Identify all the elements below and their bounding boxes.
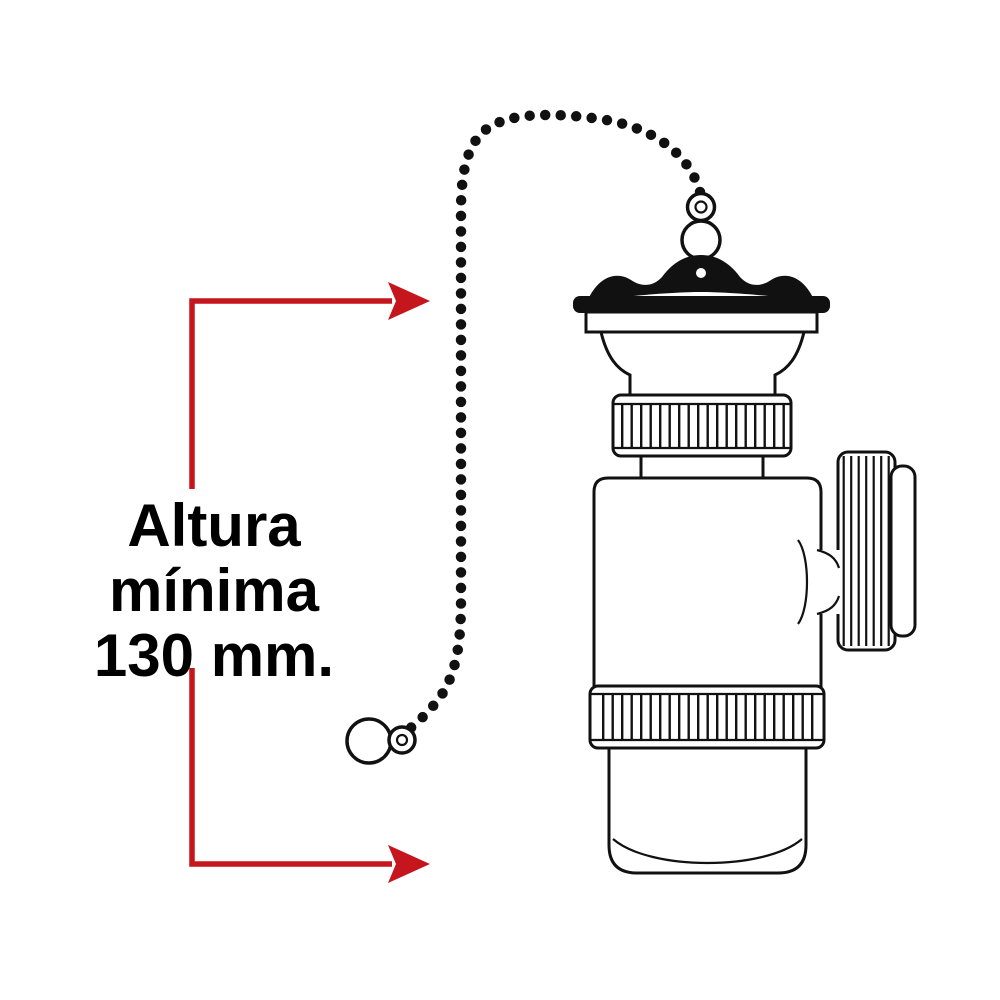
- label-line-1: Altura: [127, 492, 301, 559]
- dimension-label: Altura mínima 130 mm.: [94, 492, 334, 689]
- side-outlet-endcap: [889, 464, 917, 638]
- coupling-nut-lower-knurl: [595, 694, 819, 740]
- arrow-right-icon: [388, 282, 430, 320]
- side-outlet-knurl: [842, 456, 891, 646]
- outlet-shoulder-top: [816, 548, 841, 569]
- stopper-cap-hole: [696, 268, 706, 278]
- dimension-indicator: [189, 282, 430, 883]
- dimension-line-top: [189, 298, 392, 489]
- stopper-ring-hole: [694, 200, 708, 214]
- drain-flange: [573, 296, 830, 313]
- chain-end-ring: [387, 725, 417, 755]
- stopper-ball: [680, 219, 722, 261]
- drain-assembly: [345, 109, 917, 875]
- trap-neck: [639, 454, 765, 480]
- dimension-line-bottom: [189, 668, 392, 867]
- trap-body: [592, 476, 823, 689]
- outlet-pipe: [817, 550, 842, 614]
- trap-cup-bottom-curve: [612, 838, 803, 864]
- label-line-3: 130 mm.: [94, 622, 334, 689]
- label-line-2: mínima: [109, 557, 320, 624]
- chain-end-ball: [345, 717, 393, 765]
- outlet-socket-curve: [797, 539, 809, 625]
- outlet-shoulder-bottom: [816, 595, 841, 616]
- stopper-ring: [685, 191, 717, 223]
- trap-cup: [607, 746, 808, 875]
- chain-end-ring-hole: [395, 733, 409, 747]
- flange-collar: [584, 310, 819, 334]
- stopper-cap: [587, 255, 815, 302]
- arrow-right-icon: [388, 845, 430, 883]
- coupling-nut-upper-knurl: [617, 404, 787, 448]
- tailpiece-shoulder: [599, 330, 806, 398]
